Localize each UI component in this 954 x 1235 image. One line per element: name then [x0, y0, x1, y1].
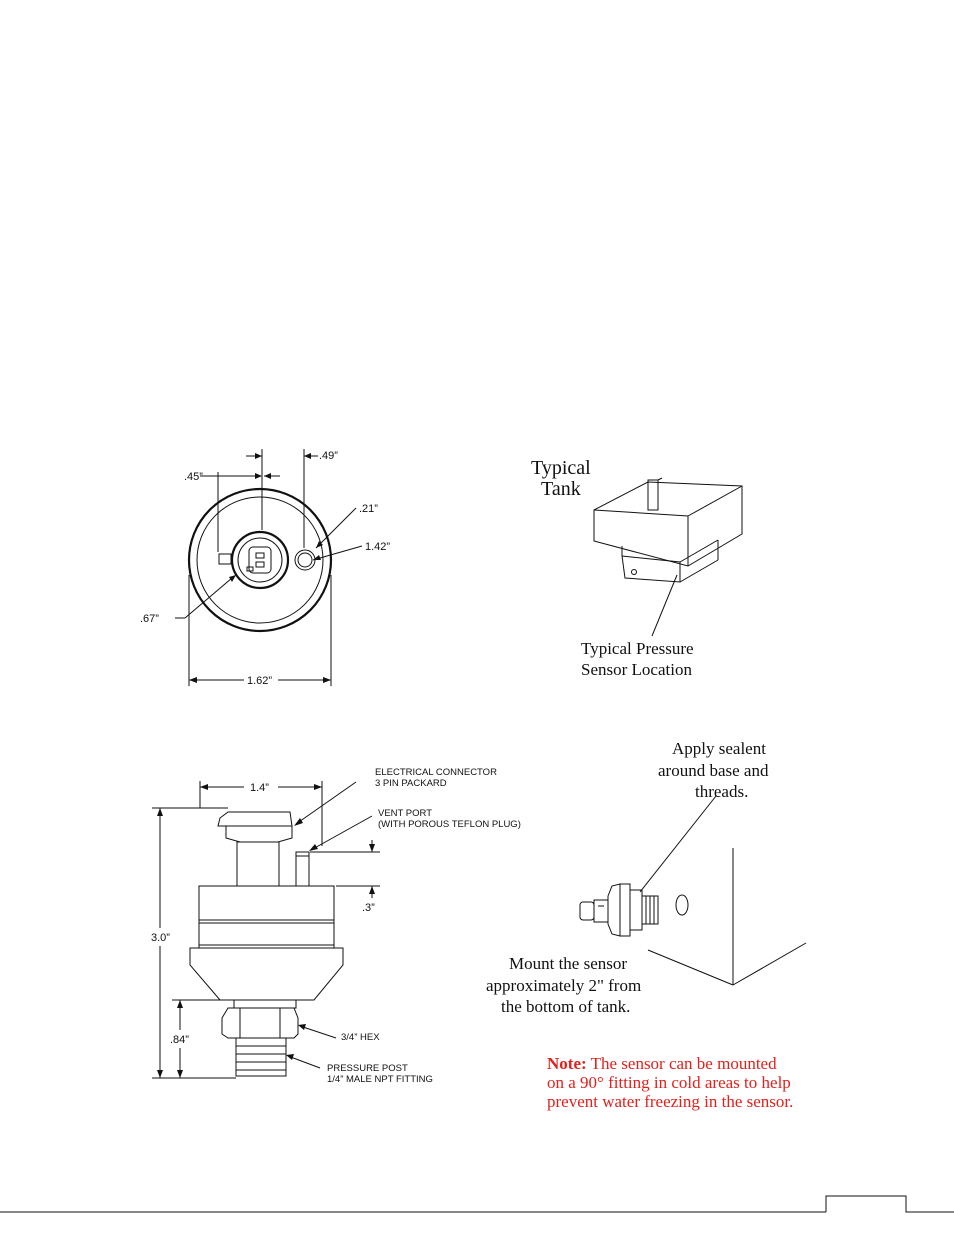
note-line1: Note: The sensor can be mounted: [547, 1054, 777, 1073]
cold-weather-note: Note: The sensor can be mounted on a 90°…: [547, 1054, 793, 1111]
electrical-connector-type: 3 PIN PACKARD: [375, 778, 447, 789]
tank-title-line1: Typical: [531, 457, 591, 479]
hex-label: 3/4” HEX: [341, 1032, 380, 1043]
sealant-line2: around base and: [658, 761, 769, 780]
dim-162-label: 1.62”: [247, 675, 272, 687]
sensor-top-view: .45” .49” .21” 1.42” .67” 1.62”: [140, 449, 390, 687]
note-line1-text: The sensor can be mounted: [587, 1054, 777, 1073]
sensor-location-line1: Typical Pressure: [581, 639, 694, 658]
note-line3: prevent water freezing in the sensor.: [547, 1092, 793, 1111]
mount-line1: Mount the sensor: [509, 954, 627, 973]
vent-port-detail: (WITH POROUS TEFLON PLUG): [378, 819, 521, 830]
sensor-location-line2: Sensor Location: [581, 660, 692, 679]
mount-line2: approximately 2" from: [486, 976, 641, 995]
dim-049-label: .49”: [319, 450, 338, 462]
electrical-connector-label: ELECTRICAL CONNECTOR: [375, 767, 497, 778]
dim-045-label: .45”: [184, 471, 203, 483]
dim-142-label: 1.42”: [365, 541, 390, 553]
dim-067-label: .67”: [140, 613, 159, 625]
dim-084-label: .84”: [170, 1034, 189, 1046]
note-label: Note:: [547, 1054, 587, 1073]
pressure-post-detail: 1/4” MALE NPT FITTING: [327, 1074, 433, 1085]
dim-021-label: .21”: [359, 503, 378, 515]
tank-title-line2: Tank: [541, 478, 581, 500]
vent-port-label: VENT PORT: [378, 808, 432, 819]
sensor-side-view: 1.4” 3.0” .3” .84” ELECTRICAL CONNECTOR …: [151, 767, 521, 1085]
sealant-line1: Apply sealent: [672, 739, 766, 758]
note-line2: on a 90° fitting in cold areas to help: [547, 1073, 791, 1092]
dim-03-label: .3”: [362, 902, 375, 914]
dim-30-label: 3.0”: [151, 932, 170, 944]
dim-14-label: 1.4”: [250, 782, 269, 794]
sealant-line3: threads.: [695, 782, 748, 801]
pressure-post-label: PRESSURE POST: [327, 1063, 408, 1074]
typical-tank-illustration: Typical Tank Typical Pressure Sensor Loc…: [531, 457, 743, 679]
mounting-illustration: Apply sealent around base and threads. M…: [486, 739, 807, 1016]
mount-line3: the bottom of tank.: [501, 997, 630, 1016]
page-footer: [0, 1195, 954, 1213]
